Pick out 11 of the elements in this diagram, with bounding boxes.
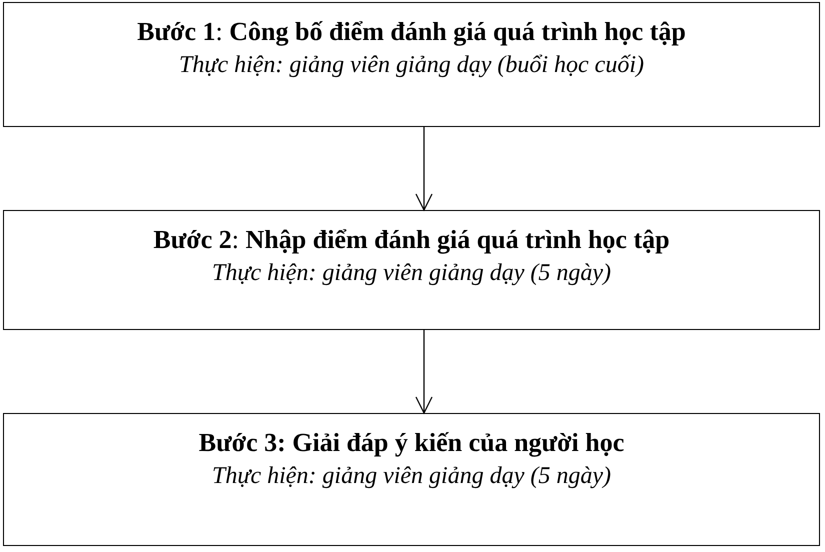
step-title: Bước 2: Nhập điểm đánh giá quá trình học tập — [153, 224, 670, 256]
process-box — [3, 2, 820, 127]
arrow — [415, 127, 433, 211]
step-note: Thực hiện: giảng viên giảng dạy (buổi học cuối) — [179, 51, 644, 80]
process-box — [3, 210, 820, 330]
process-box — [3, 413, 820, 546]
step-title: Bước 3: Giải đáp ý kiến của người học — [198, 427, 624, 459]
step-note: Thực hiện: giảng viên giảng dạy (5 ngày) — [212, 462, 611, 491]
step-note: Thực hiện: giảng viên giảng dạy (5 ngày) — [212, 259, 611, 288]
step-title: Bước 1: Công bố điểm đánh giá quá trình học tập — [137, 16, 686, 48]
arrow — [415, 330, 433, 414]
